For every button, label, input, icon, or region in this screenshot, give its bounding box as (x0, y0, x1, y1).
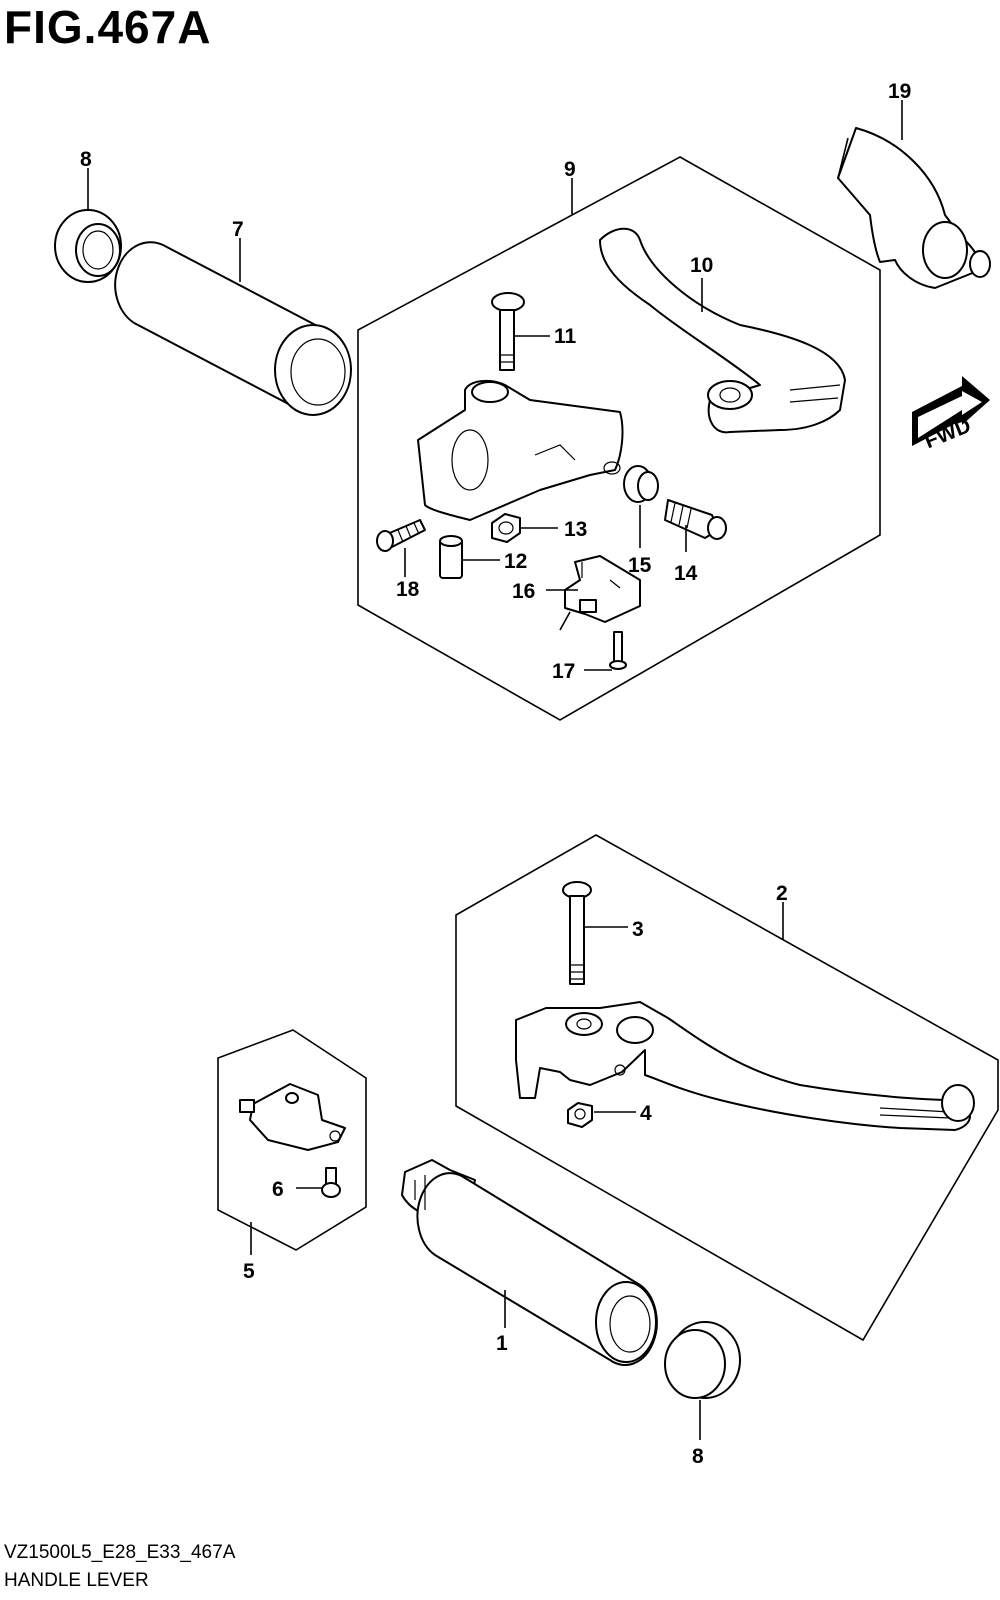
figure-name: HANDLE LEVER (4, 1570, 149, 1591)
part-14-adjuster-screw (664, 499, 727, 540)
part-10-clutch-lever (599, 227, 846, 434)
callout-18: 18 (396, 578, 420, 601)
callout-3: 3 (632, 918, 644, 941)
callout-14: 14 (674, 562, 698, 585)
callout-4: 4 (640, 1102, 652, 1125)
forward-direction-arrow (912, 376, 990, 446)
part-8-end-cap-lower (664, 1321, 741, 1399)
callout-6: 6 (272, 1178, 284, 1201)
part-3-pivot-bolt (562, 881, 592, 985)
part-6-screw (321, 1167, 341, 1198)
part-19-cable-guide (837, 127, 991, 289)
part-16-switch (559, 555, 641, 631)
callout-13: 13 (564, 518, 587, 541)
part-2-brake-lever (515, 1001, 975, 1131)
group-5-outline (217, 1029, 367, 1251)
part-17-screw (609, 631, 627, 670)
callout-1: 1 (496, 1332, 508, 1355)
group-9-outline (357, 156, 881, 721)
part-5-switch (239, 1083, 346, 1151)
callout-9: 9 (564, 158, 576, 181)
part-8-end-cap-upper (54, 209, 122, 283)
callout-19: 19 (888, 80, 911, 103)
part-13-nut (491, 513, 521, 543)
callout-11: 11 (554, 325, 577, 348)
model-code: VZ1500L5_E28_E33_467A (4, 1542, 236, 1563)
callout-numbers: 1 2 3 4 5 6 7 8 8 9 10 11 12 13 14 15 16… (80, 80, 911, 1468)
part-11-pivot-bolt (491, 292, 525, 371)
callout-8-lower: 8 (692, 1445, 704, 1468)
part-4-nut (567, 1102, 593, 1128)
group-2-outline (455, 834, 999, 1342)
part-1-throttle-grip (401, 1159, 658, 1366)
callout-12: 12 (504, 550, 527, 573)
callout-5: 5 (243, 1260, 255, 1283)
callout-16: 16 (512, 580, 535, 603)
part-15-adjuster (623, 465, 659, 503)
part-12-collar (439, 535, 463, 579)
callout-7: 7 (232, 218, 244, 241)
callout-15: 15 (628, 554, 652, 577)
callout-17: 17 (552, 660, 575, 683)
callout-10: 10 (690, 254, 713, 277)
figure-title: FIG.467A (4, 1, 212, 53)
callout-2: 2 (776, 882, 788, 905)
part-18-bolt (376, 519, 426, 552)
callout-8-upper: 8 (80, 148, 92, 171)
part-7-grip (114, 241, 352, 416)
leader-lines (87, 100, 903, 1440)
part-9-lever-bracket (417, 379, 624, 521)
